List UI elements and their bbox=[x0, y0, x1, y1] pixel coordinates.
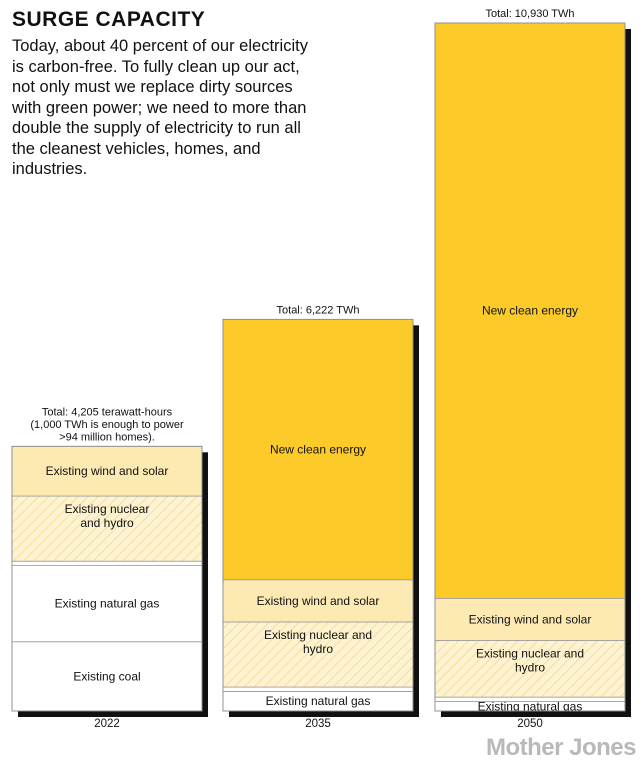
segment-label-wind_solar: Existing wind and solar bbox=[257, 594, 380, 608]
bar-total-label: Total: 6,222 TWh bbox=[277, 304, 360, 316]
segment-nuclear_hydro bbox=[222, 621, 414, 688]
bar-total-label: Total: 4,205 terawatt-hours(1,000 TWh is… bbox=[30, 406, 184, 443]
chart-title: SURGE CAPACITY bbox=[12, 8, 206, 31]
segment-label-gas: Existing natural gas bbox=[266, 694, 371, 708]
segment-label-new_clean: New clean energy bbox=[482, 304, 578, 318]
segment-label-new_clean: New clean energy bbox=[270, 443, 366, 457]
x-tick-label: 2050 bbox=[517, 718, 543, 730]
segment-wind_solar bbox=[434, 597, 626, 641]
chart-intro: Today, about 40 percent of our electrici… bbox=[12, 37, 308, 178]
brand-logo: Mother Jones bbox=[485, 734, 637, 761]
x-tick-label: 2022 bbox=[94, 718, 120, 730]
segment-other bbox=[11, 560, 203, 566]
segment-wind_solar bbox=[11, 445, 203, 497]
segment-nuclear_hydro bbox=[11, 495, 203, 562]
x-tick-label: 2035 bbox=[305, 718, 331, 730]
bar-outline bbox=[434, 22, 626, 712]
segment-wind_solar bbox=[222, 579, 414, 623]
segment-nuclear_hydro bbox=[434, 640, 626, 698]
segment-label-wind_solar: Existing wind and solar bbox=[469, 612, 592, 626]
segment-label-coal: Existing coal bbox=[73, 669, 140, 683]
segment-new_clean bbox=[222, 318, 414, 581]
segment-coal bbox=[11, 641, 203, 712]
bar-outline bbox=[222, 318, 414, 712]
segment-label-wind_solar: Existing wind and solar bbox=[46, 464, 169, 478]
segment-other bbox=[222, 686, 414, 692]
segment-label-gas: Existing natural gas bbox=[478, 699, 583, 713]
segment-label-gas: Existing natural gas bbox=[55, 597, 160, 611]
bar-total-label: Total: 10,930 TWh bbox=[485, 8, 574, 20]
bar-2022: Existing coal Existing natural gas Existin… bbox=[11, 406, 208, 730]
segment-other bbox=[434, 696, 626, 702]
bar-outline bbox=[11, 445, 203, 712]
